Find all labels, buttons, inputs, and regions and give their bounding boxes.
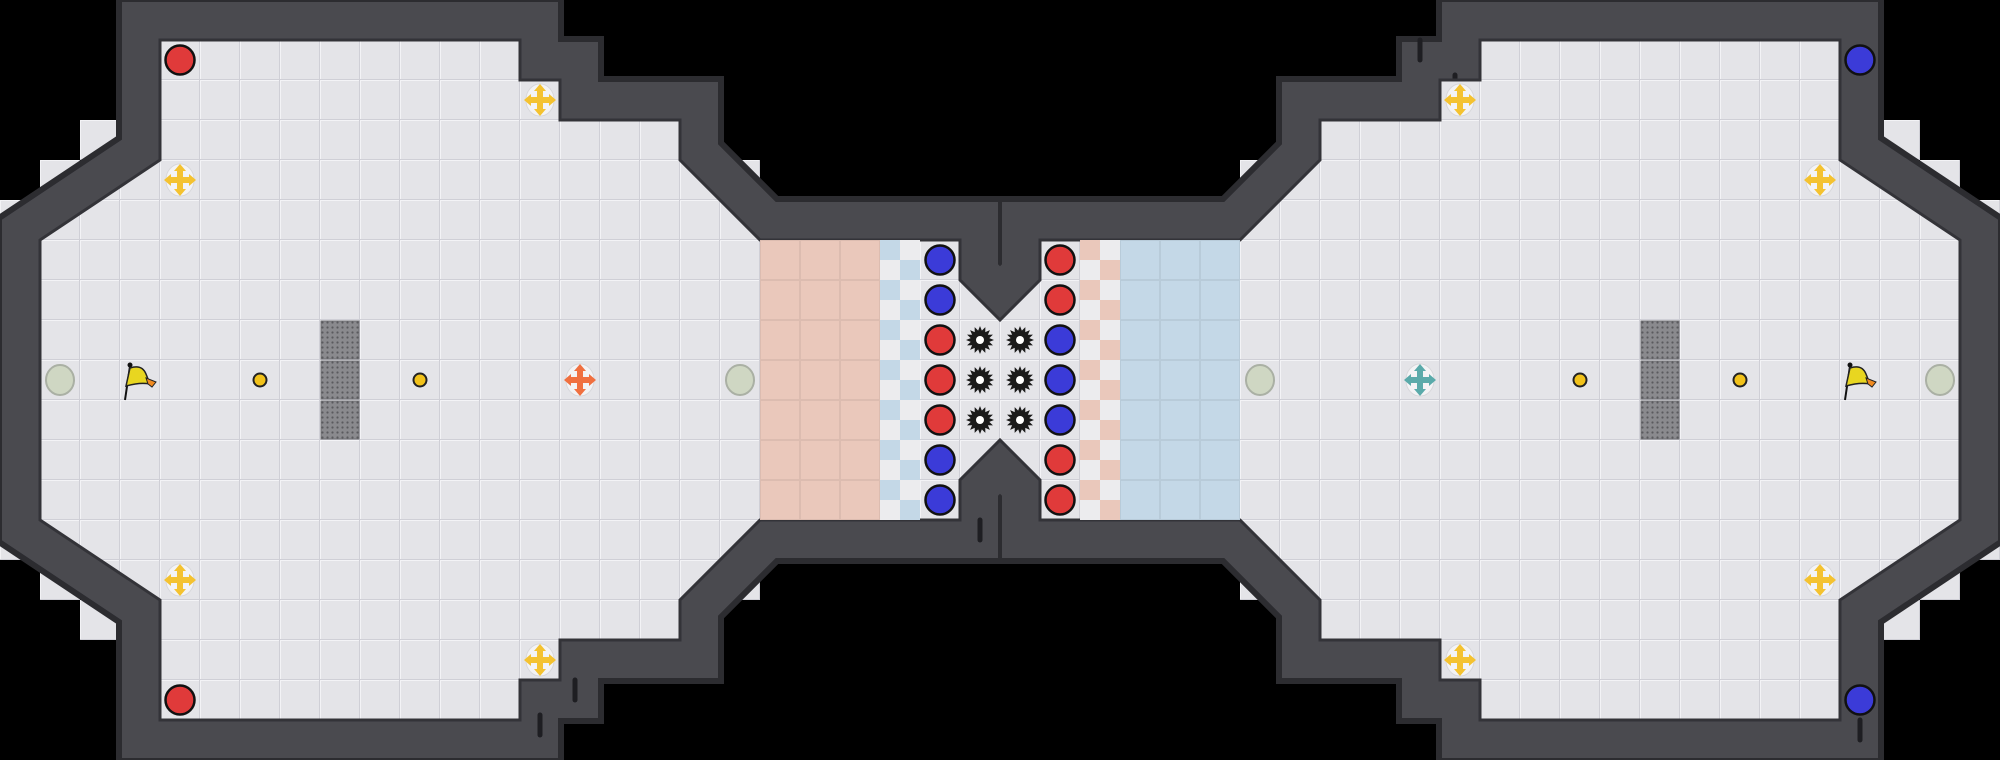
red-ball-icon <box>924 364 956 396</box>
neutral-portal-icon <box>45 364 75 396</box>
grate-tile <box>1640 320 1680 360</box>
red-checker-tile <box>1080 440 1120 480</box>
spike-icon <box>1006 326 1034 354</box>
neutral-portal-icon <box>725 364 755 396</box>
blue-boost-icon <box>1404 363 1436 397</box>
blue-checker-tile <box>880 480 920 520</box>
bomb-icon <box>412 372 428 388</box>
blue-ball-icon <box>924 284 956 316</box>
neutral-portal-icon <box>1925 364 1955 396</box>
neutral-boost-icon <box>1804 563 1836 597</box>
blue-checker-tile <box>880 240 920 280</box>
neutral-boost-icon <box>524 83 556 117</box>
red-ball-icon <box>924 324 956 356</box>
red-ball-icon <box>924 404 956 436</box>
blue-ball-icon <box>1044 404 1076 436</box>
grate-tile <box>320 400 360 440</box>
red-ball-icon <box>1044 284 1076 316</box>
blue-ball-icon <box>924 484 956 516</box>
blue-checker-tile <box>880 320 920 360</box>
neutral-boost-icon <box>524 643 556 677</box>
spike-icon <box>1006 406 1034 434</box>
bomb-icon <box>1572 372 1588 388</box>
red-checker-tile <box>1080 320 1120 360</box>
spike-icon <box>966 326 994 354</box>
red-boost-icon <box>564 363 596 397</box>
red-ball-icon <box>164 684 196 716</box>
grate-tile <box>1640 400 1680 440</box>
blue-ball-icon <box>924 444 956 476</box>
blue-ball-icon <box>1844 44 1876 76</box>
blue-checker-tile <box>880 360 920 400</box>
red-ball-icon <box>1044 484 1076 516</box>
neutral-portal-icon <box>1245 364 1275 396</box>
neutral-boost-icon <box>164 163 196 197</box>
red-ball-icon <box>1044 244 1076 276</box>
bomb-icon <box>252 372 268 388</box>
grate-tile <box>1640 360 1680 400</box>
neutral-boost-icon <box>1444 83 1476 117</box>
red-team-zone <box>760 240 880 520</box>
grate-tile <box>320 360 360 400</box>
red-checker-tile <box>1080 360 1120 400</box>
map-entities <box>45 44 1955 716</box>
red-checker-tile <box>1080 480 1120 520</box>
blue-checker-tile <box>880 440 920 480</box>
red-checker-tile <box>1080 280 1120 320</box>
red-ball-icon <box>1044 444 1076 476</box>
red-checker-tile <box>1080 400 1120 440</box>
spike-icon <box>966 406 994 434</box>
blue-team-zone <box>1120 240 1240 520</box>
spike-icon <box>966 366 994 394</box>
team-zones <box>760 240 1240 520</box>
bomb-icon <box>1732 372 1748 388</box>
red-checker-tile <box>1080 240 1120 280</box>
red-ball-icon <box>164 44 196 76</box>
blue-ball-icon <box>1844 684 1876 716</box>
blue-ball-icon <box>1044 364 1076 396</box>
yellow-flag-icon <box>124 362 157 401</box>
neutral-boost-icon <box>1804 163 1836 197</box>
spike-icon <box>1006 366 1034 394</box>
blue-checker-tile <box>880 280 920 320</box>
blue-ball-icon <box>924 244 956 276</box>
floor-area <box>38 38 1962 722</box>
grate-tile <box>320 320 360 360</box>
neutral-boost-icon <box>1444 643 1476 677</box>
yellow-flag-icon <box>1844 362 1877 401</box>
floor <box>38 38 1962 722</box>
blue-checker-tile <box>880 400 920 440</box>
neutral-boost-icon <box>164 563 196 597</box>
blue-ball-icon <box>1044 324 1076 356</box>
